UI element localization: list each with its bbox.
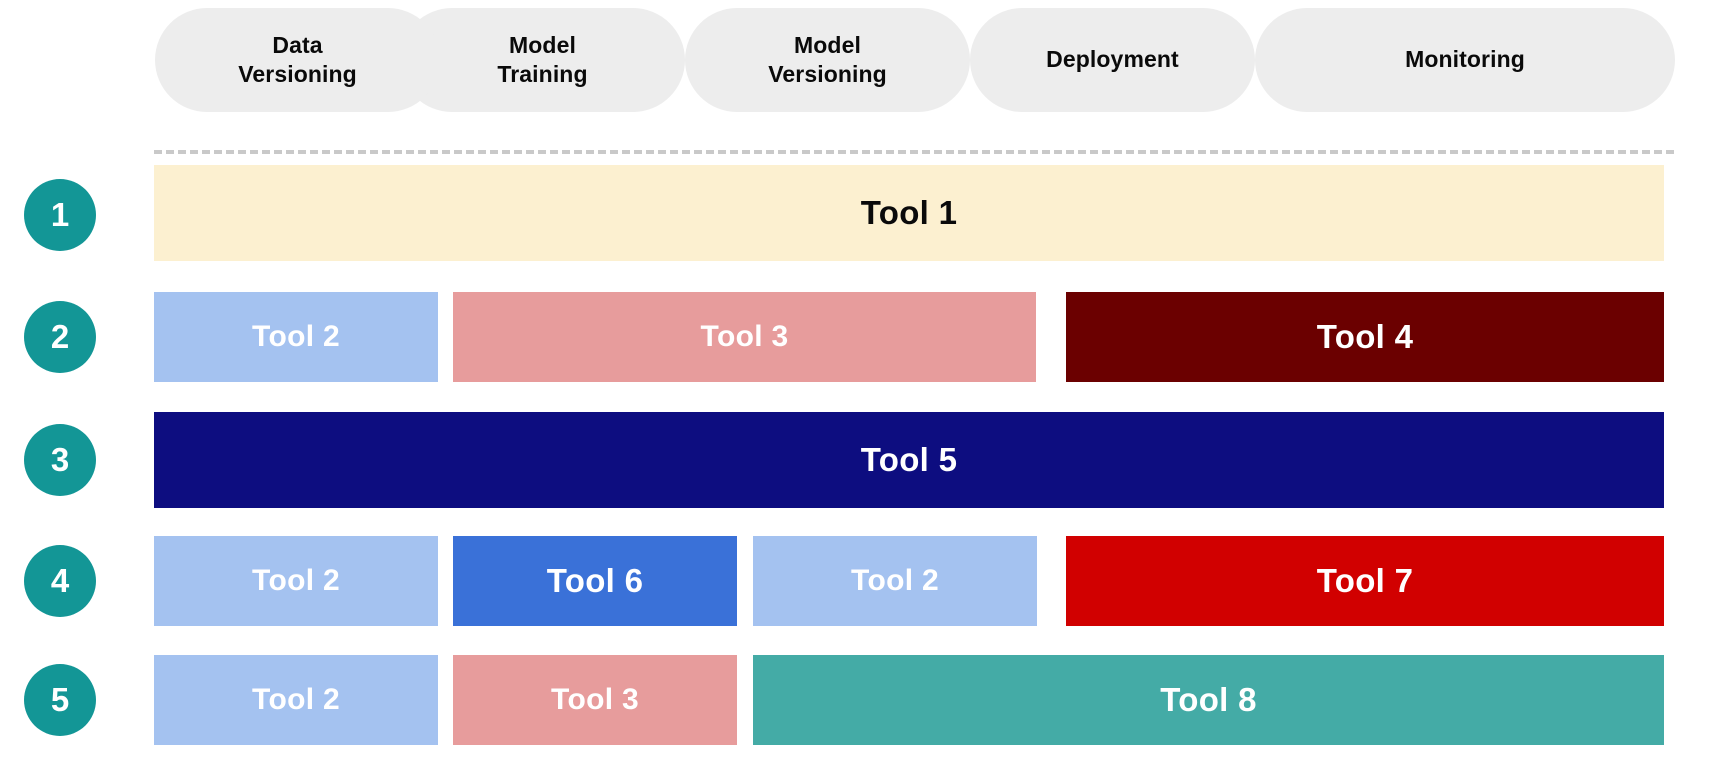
pipeline-stage-label: Monitoring (1405, 46, 1525, 73)
row-bars: Tool 1 (0, 165, 1721, 261)
tool-bar-label: Tool 4 (1316, 318, 1414, 355)
row-bars: Tool 2 Tool 6 Tool 2 Tool 7 (0, 536, 1721, 626)
pipeline-stage-3[interactable]: Model Versioning (685, 8, 970, 112)
tool-bar-label: Tool 3 (551, 683, 639, 716)
pipeline-stage-5[interactable]: Monitoring (1255, 8, 1675, 112)
pipeline-stage-label: Model Versioning (768, 31, 887, 87)
row-bars: Tool 2 Tool 3 Tool 8 (0, 655, 1721, 745)
tool-bar-label: Tool 7 (1316, 562, 1414, 599)
tool-bar[interactable]: Tool 3 (453, 292, 1036, 382)
tool-row: 4 Tool 2 Tool 6 Tool 2 Tool 7 (0, 536, 1721, 626)
pipeline-stage-label: Data Versioning (238, 31, 357, 87)
tool-bar[interactable]: Tool 3 (453, 655, 737, 745)
tool-bar-label: Tool 2 (252, 564, 340, 597)
row-number-badge[interactable]: 1 (24, 179, 96, 251)
pipeline-stage-label: Deployment (1046, 46, 1179, 73)
tool-bar-label: Tool 3 (700, 320, 789, 353)
row-number-badge[interactable]: 3 (24, 424, 96, 496)
header-divider (154, 150, 1674, 154)
tool-bar[interactable]: Tool 6 (453, 536, 737, 626)
tool-bar-label: Tool 6 (546, 562, 644, 599)
tool-bar-label: Tool 2 (851, 564, 939, 597)
tool-row: 5 Tool 2 Tool 3 Tool 8 (0, 655, 1721, 745)
pipeline-stage-4[interactable]: Deployment (970, 8, 1255, 112)
tool-bar[interactable]: Tool 4 (1066, 292, 1664, 382)
tool-bar-label: Tool 8 (1160, 681, 1257, 718)
tool-bar[interactable]: Tool 7 (1066, 536, 1664, 626)
tool-bar-label: Tool 5 (860, 441, 958, 478)
row-bars: Tool 2 Tool 3 Tool 4 (0, 292, 1721, 382)
tool-bar[interactable]: Tool 1 (154, 165, 1664, 261)
pipeline-stage-2[interactable]: Model Training (400, 8, 685, 112)
pipeline-stage-label: Model Training (497, 31, 588, 87)
row-number-badge[interactable]: 4 (24, 545, 96, 617)
tool-bar[interactable]: Tool 2 (753, 536, 1037, 626)
tool-row: 2 Tool 2 Tool 3 Tool 4 (0, 292, 1721, 382)
tool-bar[interactable]: Tool 2 (154, 292, 438, 382)
tool-bar[interactable]: Tool 2 (154, 655, 438, 745)
pipeline-stage-header: Data Versioning Model Training Model Versi… (0, 0, 1721, 118)
tool-bar-label: Tool 2 (252, 320, 340, 353)
tool-bar-label: Tool 2 (252, 683, 340, 716)
tool-bar[interactable]: Tool 5 (154, 412, 1664, 508)
tool-bar-label: Tool 1 (860, 194, 958, 231)
tool-bar[interactable]: Tool 2 (154, 536, 438, 626)
tool-row: 3 Tool 5 (0, 412, 1721, 508)
tool-row: 1 Tool 1 (0, 165, 1721, 261)
row-number-badge[interactable]: 2 (24, 301, 96, 373)
pipeline-stage-1[interactable]: Data Versioning (155, 8, 440, 112)
row-bars: Tool 5 (0, 412, 1721, 508)
row-number-badge[interactable]: 5 (24, 664, 96, 736)
tool-bar[interactable]: Tool 8 (753, 655, 1664, 745)
